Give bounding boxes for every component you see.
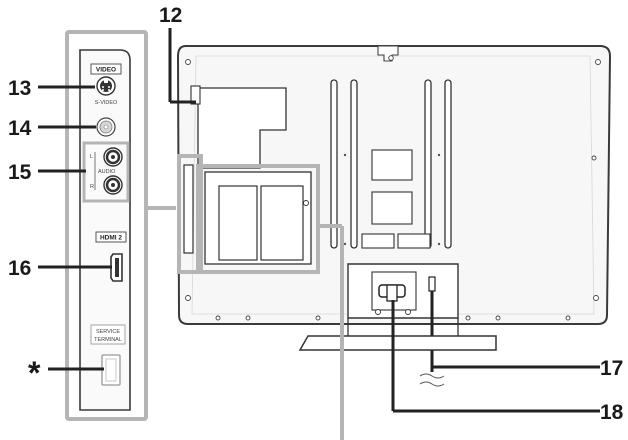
s-video-jack [96,76,116,96]
callout-16-number: 16 [8,257,31,280]
back-box-1 [371,149,413,181]
power-cord-wave-1 [419,373,445,379]
vent-dot-4 [437,242,441,246]
audio-label: AUDIO [98,169,116,175]
vent-dot-2 [437,153,441,157]
screw-right-mid [591,155,597,161]
screw-bottom-left [185,295,191,301]
top-bracket-screw [388,55,394,61]
callout-12-number: 12 [159,4,182,27]
screw-bottom-3 [315,315,321,321]
screw-bottom-2 [245,315,251,321]
rear-terminal-bay-2 [260,185,304,261]
screw-bottom-right [593,295,599,301]
vent-slot-3 [424,79,432,249]
video-composite-jack [96,117,116,137]
cable-holder [375,284,411,315]
side-panel-body [79,49,131,411]
vent-slot-2 [350,79,358,249]
callout-14-number: 14 [8,117,32,140]
hdmi-port-inner [115,258,119,277]
power-cord-plug [428,276,436,292]
audio-jack-left [103,147,123,167]
service-terminal-line2: TERMINAL [94,337,122,343]
video-label: VIDEO [96,67,116,74]
callout-17-number: 17 [600,357,623,380]
s-video-label: S-VIDEO [95,100,118,106]
back-box-4 [397,233,431,249]
back-box-3 [361,233,395,249]
callout-star: * [28,355,41,391]
top-bracket [377,45,399,62]
terminal-notch [190,85,201,105]
audio-r-label: R [90,184,94,190]
screw-bottom-6 [565,315,571,321]
rear-terminal-highlight-main [196,164,320,274]
callout-15-number: 15 [8,161,32,184]
callout-13-number: 13 [8,77,31,100]
service-terminal-label-box [90,324,126,345]
rear-terminal-highlight-outer [177,154,203,274]
screw-top-right [595,59,601,65]
video-label-box [90,63,122,75]
screw-bottom-5 [495,315,501,321]
callouts: 12 13 14 15 16 * 17 18 [8,4,624,424]
service-terminal-port [101,354,121,386]
stand-base [298,335,497,351]
tv-back [176,45,612,387]
vent-dot-1 [343,153,347,157]
vent-slot-1 [330,79,338,249]
back-box-2 [371,191,413,225]
audio-jack-right [103,175,123,195]
service-terminal-line1: SERVICE [96,329,120,335]
callout-18-number: 18 [600,401,624,424]
screw-top-left [185,59,191,65]
audio-l-label: L [90,154,93,160]
vent-dot-3 [343,242,347,246]
hdmi-label: HDMI 2 [100,235,122,242]
rear-terminal-screw [303,200,309,206]
side-panel-highlight-frame [65,30,148,421]
screw-bottom-4 [465,315,471,321]
side-terminal-strip [183,164,194,254]
power-cord-wave-2 [419,381,445,387]
hdmi-label-box [95,231,127,243]
service-terminal-port-inner [105,358,117,382]
vent-slot-4 [444,79,452,249]
screw-bottom-1 [215,315,221,321]
rear-terminal-bay-1 [218,185,258,261]
side-panel: VIDEO S-VIDEO [65,30,148,421]
